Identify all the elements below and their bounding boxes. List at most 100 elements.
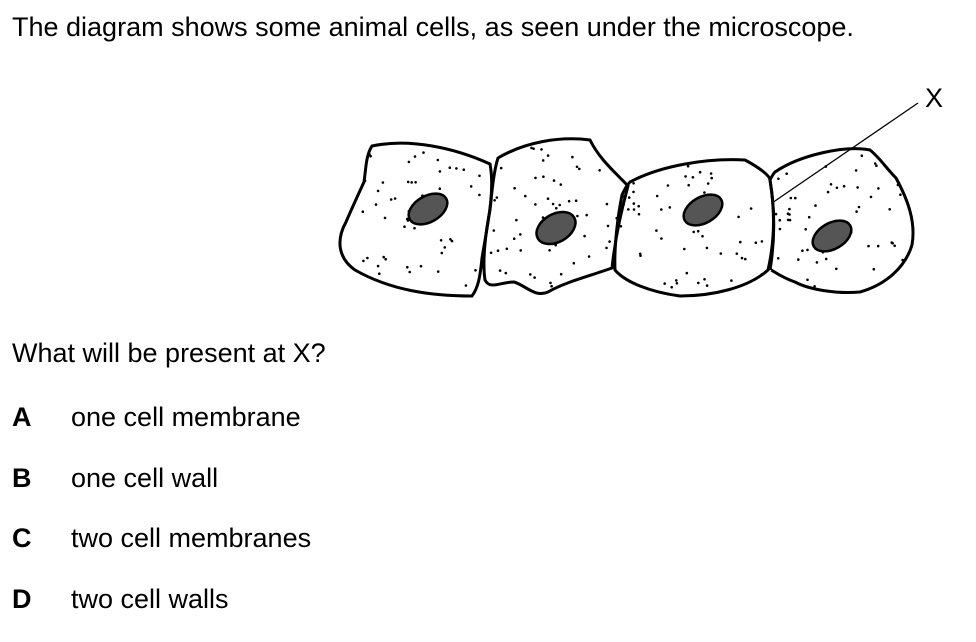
cytoplasm-dot (856, 186, 859, 189)
cytoplasm-dot (408, 161, 411, 164)
cytoplasm-dot (687, 184, 690, 187)
cytoplasm-dot (532, 147, 535, 150)
option-text: two cell membranes (71, 521, 311, 555)
cytoplasm-dot (861, 154, 864, 157)
cytoplasm-dot (703, 191, 706, 194)
cytoplasm-dot (534, 203, 537, 206)
cytoplasm-dot (437, 159, 440, 162)
cytoplasm-dot (806, 249, 809, 252)
cytoplasm-dot (750, 207, 753, 210)
cytoplasm-dot (506, 248, 509, 251)
cytoplasm-dot (548, 249, 551, 252)
cytoplasm-dot (660, 237, 663, 240)
cell-2-nucleus (531, 205, 581, 250)
cytoplasm-dot (633, 202, 636, 205)
cytoplasm-dot (787, 212, 790, 215)
cytoplasm-dot (413, 227, 416, 230)
cytoplasm-dot (637, 205, 640, 208)
cytoplasm-dot (706, 247, 709, 250)
cytoplasm-dot (558, 204, 561, 207)
cytoplasm-dot (384, 258, 387, 261)
cytoplasm-dot (775, 213, 778, 216)
cytoplasm-dot (676, 282, 679, 285)
cell-3-outline (615, 160, 774, 296)
cytoplasm-dot (493, 199, 496, 202)
cytoplasm-dot (598, 169, 601, 172)
cytoplasm-dot (549, 282, 552, 285)
cytoplasm-dot (394, 197, 397, 200)
cytoplasm-dot (870, 196, 873, 199)
cytoplasm-dot (449, 166, 452, 169)
cytoplasm-dot (632, 182, 635, 185)
cytoplasm-dot (806, 279, 809, 282)
cytoplasm-dot (875, 164, 878, 167)
cytoplasm-dot (816, 261, 819, 264)
cytoplasm-dot (478, 194, 481, 197)
cytoplasm-dot (576, 215, 579, 218)
cytoplasm-dot (455, 167, 458, 170)
cytoplasm-dot (515, 219, 518, 222)
cytoplasm-dot (414, 155, 417, 158)
cytoplasm-dot (777, 178, 780, 181)
cytoplasm-dot (890, 241, 893, 244)
option-d[interactable]: D two cell walls (12, 582, 311, 642)
cytoplasm-dot (669, 206, 672, 209)
cytoplasm-dot (375, 203, 378, 206)
cytoplasm-dot (555, 207, 558, 210)
option-b[interactable]: B one cell wall (12, 461, 311, 522)
option-text: one cell wall (71, 461, 218, 495)
cytoplasm-dot (573, 262, 576, 265)
cytoplasm-dot (737, 216, 740, 219)
label-x: X (925, 83, 943, 113)
cytoplasm-dot (697, 230, 700, 233)
cytoplasm-dot (633, 208, 636, 211)
cytoplasm-dot (377, 190, 380, 193)
cytoplasm-dot (785, 172, 788, 175)
cytoplasm-dot (408, 271, 411, 274)
cytoplasm-dot (390, 198, 393, 201)
answer-options: A one cell membrane B one cell wall C tw… (12, 400, 311, 642)
cytoplasm-dot (529, 273, 532, 276)
cytoplasm-dot (720, 252, 723, 255)
option-a[interactable]: A one cell membrane (12, 400, 311, 461)
cytoplasm-dot (683, 248, 686, 251)
cytoplasm-dot (490, 252, 493, 255)
cytoplasm-dot (576, 166, 579, 169)
cytoplasm-dot (893, 245, 896, 248)
question-prompt: What will be present at X? (12, 336, 326, 370)
cytoplasm-dot (497, 249, 500, 252)
cytoplasm-dot (493, 229, 496, 232)
cytoplasm-dot (439, 187, 442, 190)
cytoplasm-dot (703, 278, 706, 281)
animal-cells-diagram: X (330, 78, 950, 310)
cytoplasm-dot (899, 193, 902, 196)
cytoplasm-dot (874, 162, 877, 165)
label-x-pointer (772, 103, 918, 203)
cytoplasm-dot (710, 172, 713, 175)
cytoplasm-dot (550, 285, 553, 288)
cytoplasm-dot (761, 240, 764, 243)
option-c[interactable]: C two cell membranes (12, 521, 311, 582)
cytoplasm-dot (583, 235, 586, 238)
cell-4-nucleus (807, 214, 856, 258)
cytoplasm-dot (606, 203, 609, 206)
cytoplasm-dot (692, 176, 695, 179)
cytoplasm-dot (699, 171, 702, 174)
cytoplasm-dot (779, 228, 782, 231)
cytoplasm-dot (519, 233, 522, 236)
cytoplasm-dot (744, 258, 747, 261)
cytoplasm-dot (362, 260, 365, 263)
cytoplasm-dot (835, 268, 838, 271)
cytoplasm-dot (670, 286, 673, 289)
cytoplasm-dot (500, 167, 503, 170)
cytoplasm-dot (777, 257, 780, 260)
cell-1-nucleus (403, 187, 452, 231)
cytoplasm-dot (366, 257, 369, 260)
cytoplasm-dot (552, 203, 555, 206)
cytoplasm-dot (547, 197, 550, 200)
cytoplasm-dot (736, 252, 739, 255)
cytoplasm-dot (855, 210, 858, 213)
cytoplasm-dot (843, 185, 846, 188)
cytoplasm-dot (463, 168, 466, 171)
cytoplasm-dot (667, 184, 670, 187)
